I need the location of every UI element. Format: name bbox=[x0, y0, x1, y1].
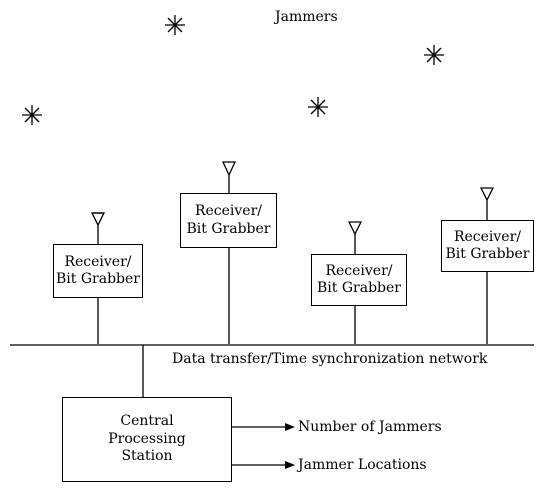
arrowhead-icon bbox=[285, 423, 295, 431]
receiver-line2: Bit Grabber bbox=[317, 280, 401, 296]
receiver-line1: Receiver/ bbox=[453, 228, 522, 245]
central-line1: Central bbox=[120, 413, 174, 430]
receiver-line1: Receiver/ bbox=[325, 262, 393, 279]
jammer-icon bbox=[22, 105, 42, 125]
antenna-icon bbox=[90, 212, 106, 244]
jammer-icon bbox=[424, 45, 444, 65]
jammer-locations-label: Jammer Locations bbox=[298, 457, 427, 473]
antenna-icon bbox=[479, 187, 495, 220]
receiver-line1: Receiver/ bbox=[194, 203, 263, 219]
central-processing-station: Central Processing Station bbox=[62, 397, 232, 482]
arrowhead-icon bbox=[285, 461, 295, 469]
antenna-icon bbox=[221, 161, 237, 193]
receiver-box-1: Receiver/ Bit Grabber bbox=[53, 244, 143, 298]
central-line2: Processing bbox=[108, 430, 186, 447]
network-label: Data transfer/Time synchronization netwo… bbox=[172, 351, 488, 367]
receiver-line1: Receiver/ bbox=[64, 253, 132, 270]
central-line3: Station bbox=[121, 448, 173, 465]
receiver-line2: Bit Grabber bbox=[56, 271, 140, 287]
jammer-icon bbox=[165, 15, 185, 35]
receiver-line2: Bit Grabber bbox=[186, 220, 271, 237]
receiver-line2: Bit Grabber bbox=[445, 246, 530, 262]
receiver-box-2: Receiver/ Bit Grabber bbox=[180, 193, 277, 248]
antenna-icon bbox=[347, 221, 363, 254]
number-of-jammers-label: Number of Jammers bbox=[298, 419, 442, 435]
receiver-box-4: Receiver/ Bit Grabber bbox=[441, 220, 534, 272]
jammers-label: Jammers bbox=[275, 9, 338, 25]
receiver-box-3: Receiver/ Bit Grabber bbox=[311, 254, 407, 306]
jammer-icon bbox=[308, 97, 328, 117]
